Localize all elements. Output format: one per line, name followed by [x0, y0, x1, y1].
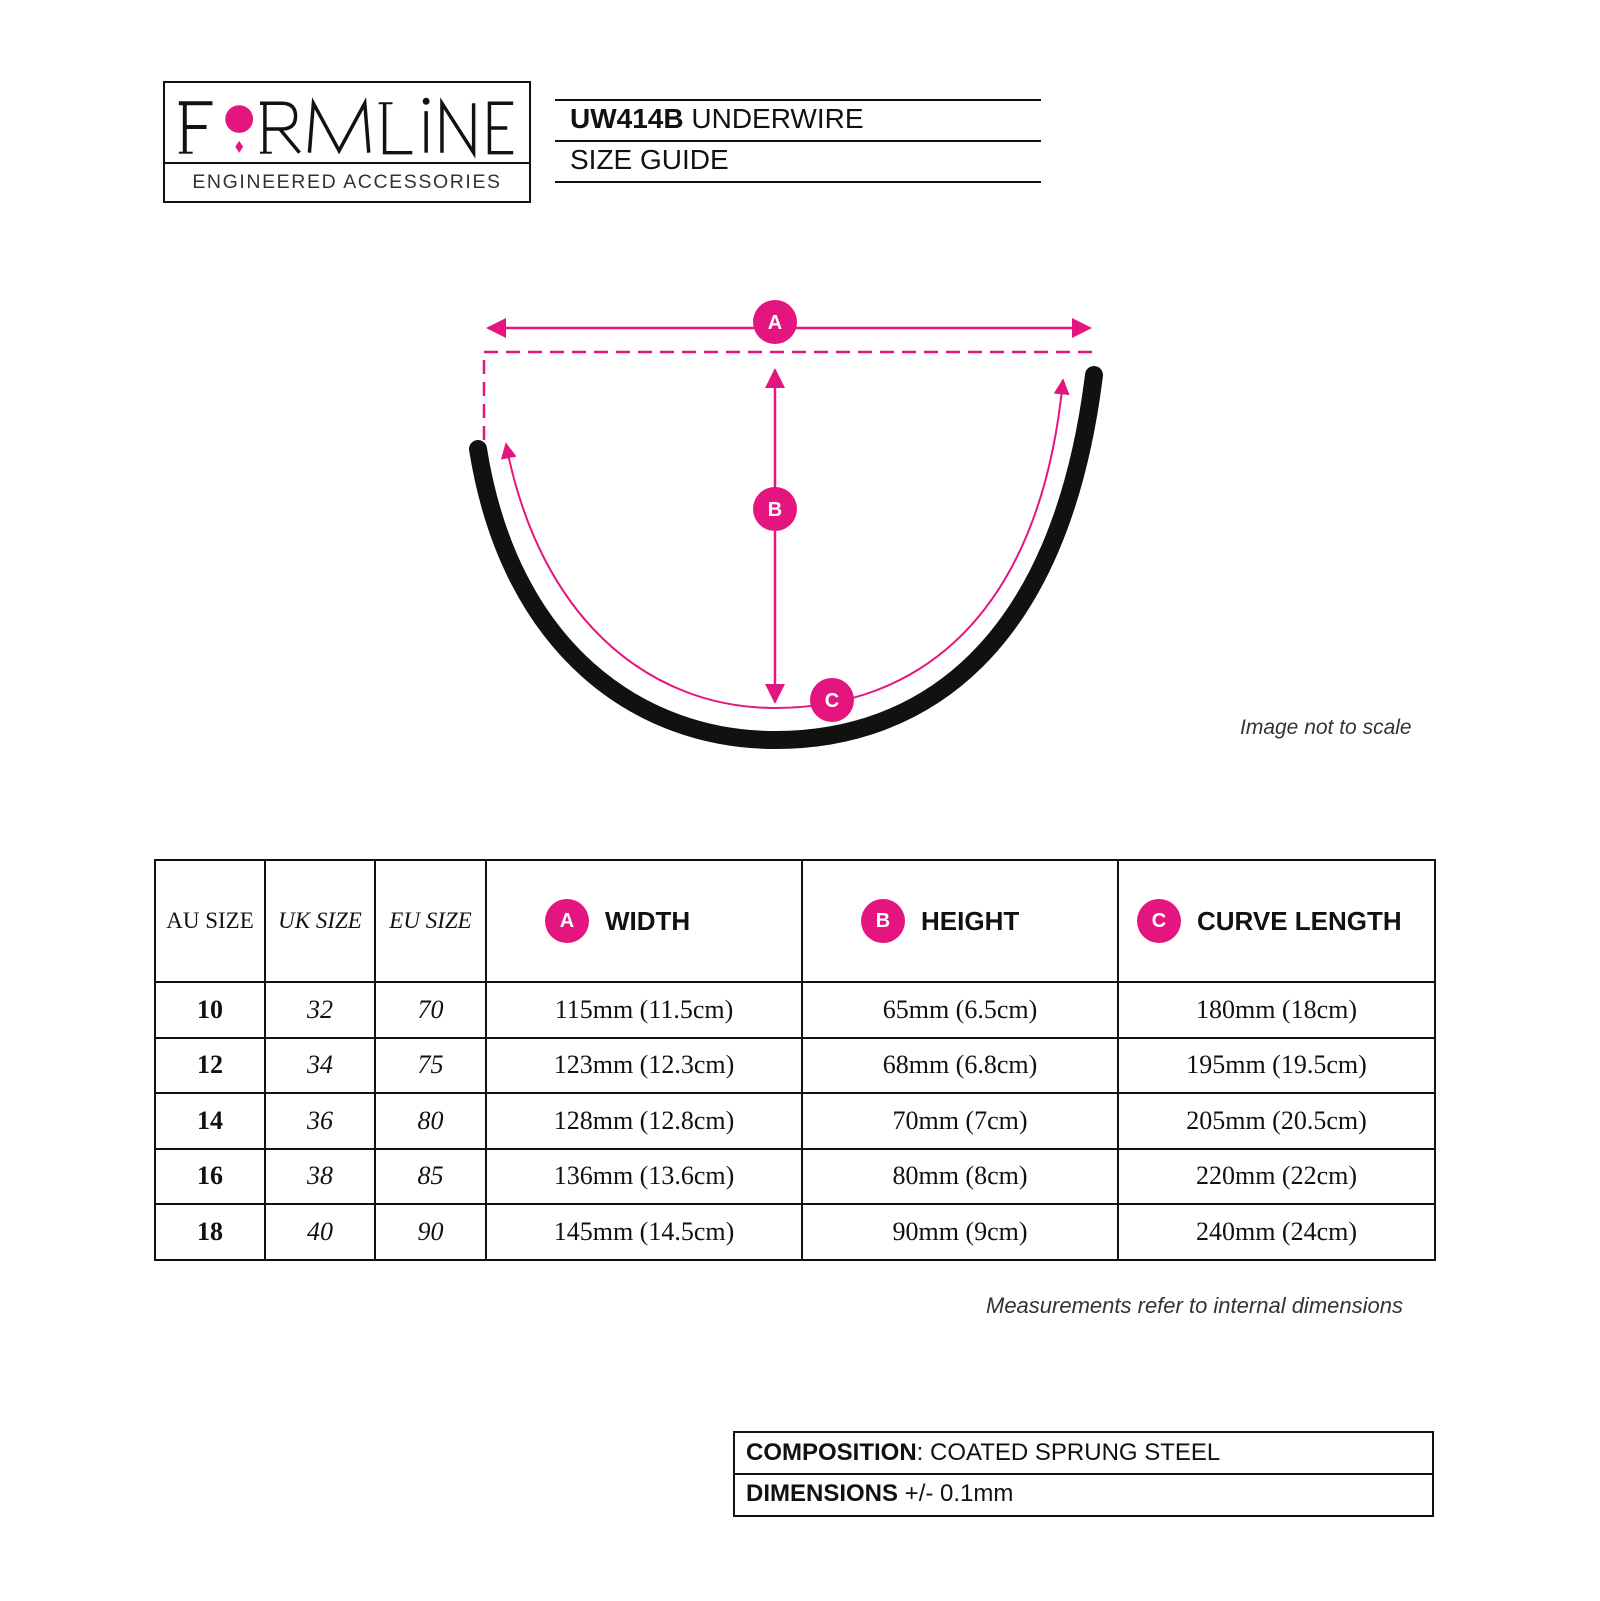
composition-value: : COATED SPRUNG STEEL	[916, 1439, 1221, 1466]
badge-a-icon: A	[545, 899, 589, 943]
logo-tagline: ENGINEERED ACCESSORIES	[192, 171, 502, 193]
cell-curve: 220mm (22cm)	[1117, 1147, 1436, 1205]
cell-width: 115mm (11.5cm)	[485, 981, 803, 1039]
badge-b-icon: B	[861, 899, 905, 943]
underwire-diagram: A B C	[469, 300, 1103, 750]
cell-height: 90mm (9cm)	[801, 1203, 1119, 1261]
scale-note: Image not to scale	[1240, 716, 1412, 739]
badge-a: A	[753, 300, 797, 344]
model-number: UW414B	[570, 103, 684, 134]
cell-curve: 195mm (19.5cm)	[1117, 1036, 1436, 1094]
cell-eu: 90	[374, 1203, 487, 1261]
header-curve-length: C CURVE LENGTH	[1117, 859, 1436, 983]
cell-width: 123mm (12.3cm)	[485, 1036, 803, 1094]
size-table: AU SIZE UK SIZE EU SIZE A WIDTH B HEIGHT C…	[154, 859, 1436, 1261]
table-row: 14 36 80 128mm (12.8cm) 70mm (7cm) 205mm…	[154, 1092, 1436, 1150]
cell-height: 65mm (6.5cm)	[801, 981, 1119, 1039]
spec-divider	[735, 1473, 1432, 1475]
cell-au: 12	[154, 1036, 266, 1094]
underwire-shape	[469, 366, 1103, 750]
logo-ball-icon	[225, 105, 254, 133]
header-height: B HEIGHT	[801, 859, 1119, 983]
header-width: A WIDTH	[485, 859, 803, 983]
svg-text:C: C	[825, 690, 839, 712]
spec-box: COMPOSITION: COATED SPRUNG STEEL DIMENSI…	[733, 1431, 1434, 1517]
header-width-label: WIDTH	[605, 905, 691, 936]
cell-curve: 240mm (24cm)	[1117, 1203, 1436, 1261]
table-row: 16 38 85 136mm (13.6cm) 80mm (8cm) 220mm…	[154, 1147, 1436, 1205]
table-header-row: AU SIZE UK SIZE EU SIZE A WIDTH B HEIGHT C…	[154, 859, 1436, 983]
header-height-label: HEIGHT	[921, 905, 1020, 936]
cell-height: 70mm (7cm)	[801, 1092, 1119, 1150]
width-dashed-guide	[482, 350, 1092, 440]
logo-divider	[165, 162, 529, 164]
cell-au: 10	[154, 981, 266, 1039]
svg-text:A: A	[768, 312, 782, 334]
cell-eu: 70	[374, 981, 487, 1039]
cell-height: 80mm (8cm)	[801, 1147, 1119, 1205]
svg-text:B: B	[768, 499, 782, 521]
product-name: UNDERWIRE	[691, 103, 864, 134]
formline-logo: ENGINEERED ACCESSORIES	[163, 81, 531, 203]
cell-eu: 85	[374, 1147, 487, 1205]
dimensions-label: DIMENSIONS	[746, 1480, 899, 1507]
cell-curve: 180mm (18cm)	[1117, 981, 1436, 1039]
cell-uk: 40	[264, 1203, 376, 1261]
header-au-size: AU SIZE	[154, 859, 266, 983]
title-rule-top	[555, 99, 1041, 101]
header-uk-size: UK SIZE	[264, 859, 376, 983]
cell-au: 16	[154, 1147, 266, 1205]
cell-eu: 80	[374, 1092, 487, 1150]
cell-height: 68mm (6.8cm)	[801, 1036, 1119, 1094]
cell-au: 18	[154, 1203, 266, 1261]
title-rule-bottom	[555, 181, 1041, 183]
badge-c: C	[810, 678, 854, 722]
cell-width: 145mm (14.5cm)	[485, 1203, 803, 1261]
size-guide-title: SIZE GUIDE	[570, 144, 729, 175]
cell-uk: 38	[264, 1147, 376, 1205]
badge-b: B	[753, 487, 797, 531]
badge-c-icon: C	[1137, 899, 1181, 943]
title-rule-middle	[555, 140, 1041, 142]
cell-uk: 36	[264, 1092, 376, 1150]
cell-width: 136mm (13.6cm)	[485, 1147, 803, 1205]
composition-row: COMPOSITION: COATED SPRUNG STEEL	[746, 1439, 1220, 1467]
header-eu-size: EU SIZE	[374, 859, 487, 983]
composition-label: COMPOSITION	[746, 1439, 917, 1466]
table-row: 12 34 75 123mm (12.3cm) 68mm (6.8cm) 195…	[154, 1036, 1436, 1094]
cell-au: 14	[154, 1092, 266, 1150]
header-curve-label: CURVE LENGTH	[1197, 905, 1402, 936]
formline-wordmark	[178, 97, 514, 159]
cell-uk: 34	[264, 1036, 376, 1094]
cell-width: 128mm (12.8cm)	[485, 1092, 803, 1150]
title-product-row: UW414B UNDERWIRE	[570, 103, 864, 135]
table-row: 18 40 90 145mm (14.5cm) 90mm (9cm) 240mm…	[154, 1203, 1436, 1261]
cell-eu: 75	[374, 1036, 487, 1094]
dimensions-row: DIMENSIONS +/- 0.1mm	[746, 1480, 1013, 1508]
cell-curve: 205mm (20.5cm)	[1117, 1092, 1436, 1150]
curve-length-line	[500, 378, 1070, 710]
dimensions-value: +/- 0.1mm	[898, 1480, 1014, 1507]
table-row: 10 32 70 115mm (11.5cm) 65mm (6.5cm) 180…	[154, 981, 1436, 1039]
measurements-note: Measurements refer to internal dimension…	[986, 1293, 1403, 1318]
cell-uk: 32	[264, 981, 376, 1039]
